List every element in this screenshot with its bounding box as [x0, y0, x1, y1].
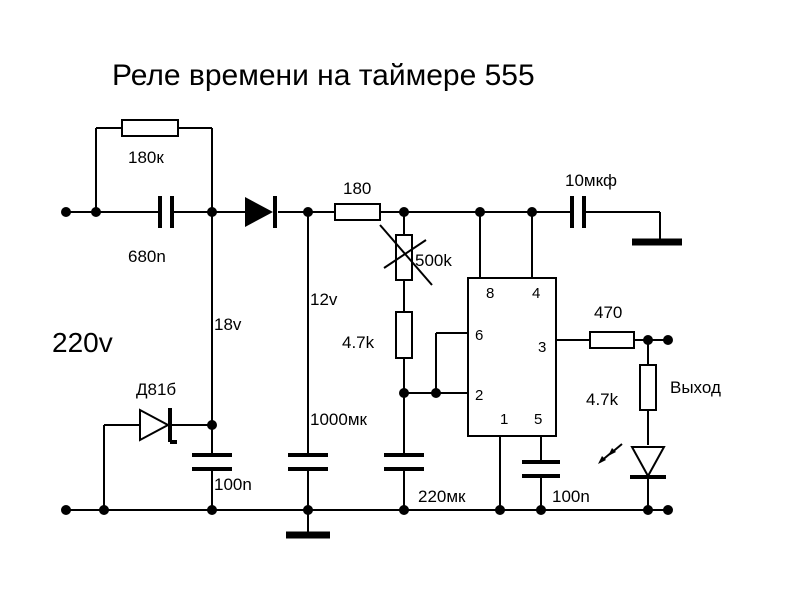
- label-zener: Д81б: [136, 380, 176, 399]
- rectifier-diode: [245, 196, 277, 228]
- label-1000uf: 1000мк: [310, 410, 368, 429]
- label-220v: 220v: [52, 327, 113, 358]
- resistor-4k7-timing: [395, 311, 413, 359]
- pin-6: 6: [475, 327, 483, 344]
- capacitor-100n-zener: [192, 453, 232, 471]
- label-180k: 180к: [128, 148, 164, 167]
- label-680n: 680n: [128, 247, 166, 266]
- capacitor-100n-pin5: [522, 460, 560, 478]
- label-100n-pin5: 100n: [552, 487, 590, 506]
- label-4k7-timing: 4.7k: [342, 333, 375, 352]
- pin-5: 5: [534, 411, 542, 428]
- label-100n-zener: 100n: [214, 475, 252, 494]
- pin-3: 3: [538, 339, 546, 356]
- ic-555: [467, 277, 557, 437]
- label-4k7-led: 4.7k: [586, 390, 619, 409]
- capacitor-680n: [158, 196, 174, 228]
- label-180: 180: [343, 179, 371, 198]
- label-12v: 12v: [310, 290, 338, 309]
- pin-4: 4: [532, 285, 540, 302]
- label-220uf: 220мк: [418, 487, 466, 506]
- resistor-180: [334, 203, 381, 221]
- led: [598, 443, 666, 479]
- junction-dots: [61, 207, 673, 515]
- resistor-470: [589, 331, 635, 349]
- pin-1: 1: [500, 411, 508, 428]
- capacitor-10uf: [570, 196, 586, 228]
- capacitor-220uf: [384, 453, 424, 471]
- top-rail-wires: [66, 127, 661, 240]
- label-470: 470: [594, 303, 622, 322]
- pin-2: 2: [475, 387, 483, 404]
- ic-wires: [479, 212, 668, 510]
- label-10uf: 10мкф: [565, 171, 617, 190]
- resistor-180k: [121, 119, 179, 137]
- resistor-4k7-led: [639, 364, 657, 411]
- label-18v: 18v: [214, 315, 242, 334]
- label-500k: 500k: [415, 251, 452, 270]
- label-output: Выход: [670, 378, 721, 397]
- pin-8: 8: [486, 285, 494, 302]
- potentiometer-500k: [379, 224, 433, 286]
- diagram-title: Реле времени на таймере 555: [112, 59, 535, 92]
- capacitor-1000uf: [288, 453, 328, 471]
- zener-diode: [103, 408, 212, 510]
